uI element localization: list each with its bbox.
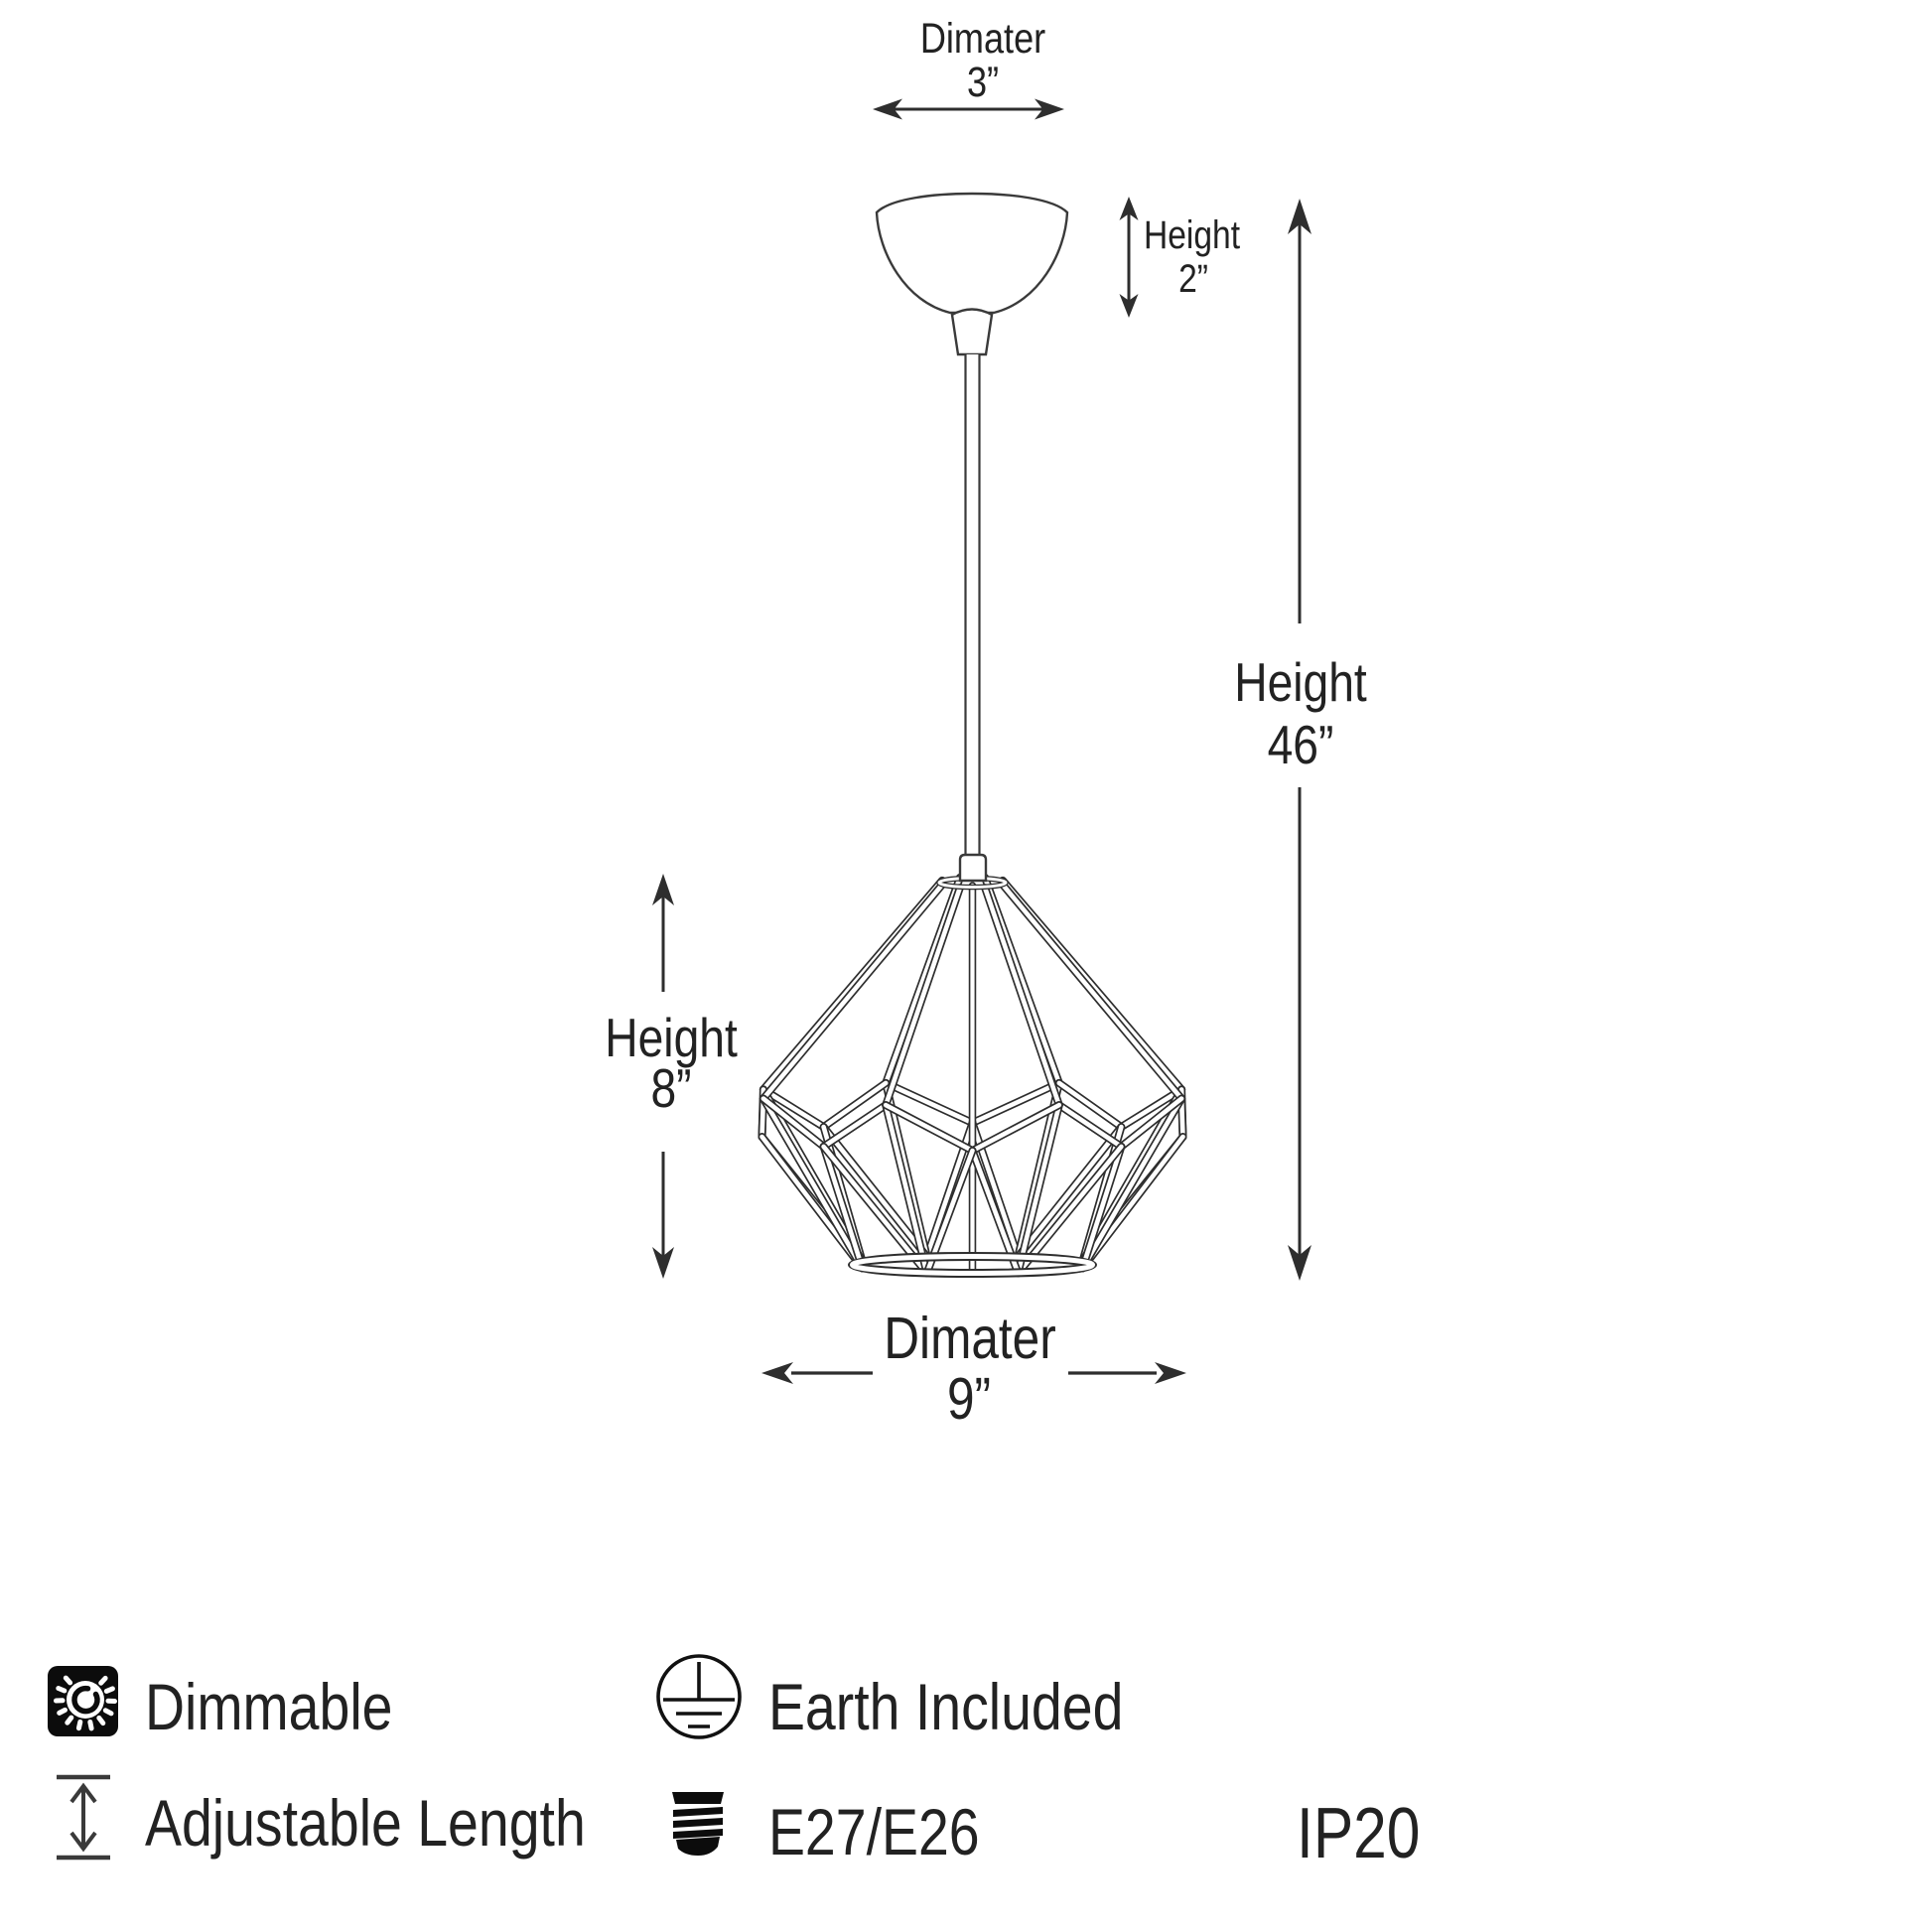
svg-text:8”: 8” [650,1057,691,1119]
svg-text:IP20: IP20 [1297,1794,1420,1873]
svg-text:Earth Included: Earth Included [768,1670,1123,1743]
svg-text:Dimater: Dimater [920,15,1045,63]
svg-text:Dimater: Dimater [884,1306,1055,1371]
svg-text:E27/E26: E27/E26 [768,1795,980,1868]
svg-text:Height: Height [1144,212,1240,256]
svg-text:9”: 9” [947,1366,991,1432]
svg-text:3”: 3” [967,59,999,106]
svg-text:Height: Height [605,1007,738,1068]
svg-text:Height: Height [1234,651,1367,713]
svg-text:2”: 2” [1178,256,1208,300]
svg-text:Dimmable: Dimmable [145,1670,392,1743]
svg-text:46”: 46” [1268,714,1334,775]
svg-text:Adjustable Length: Adjustable Length [145,1786,586,1860]
